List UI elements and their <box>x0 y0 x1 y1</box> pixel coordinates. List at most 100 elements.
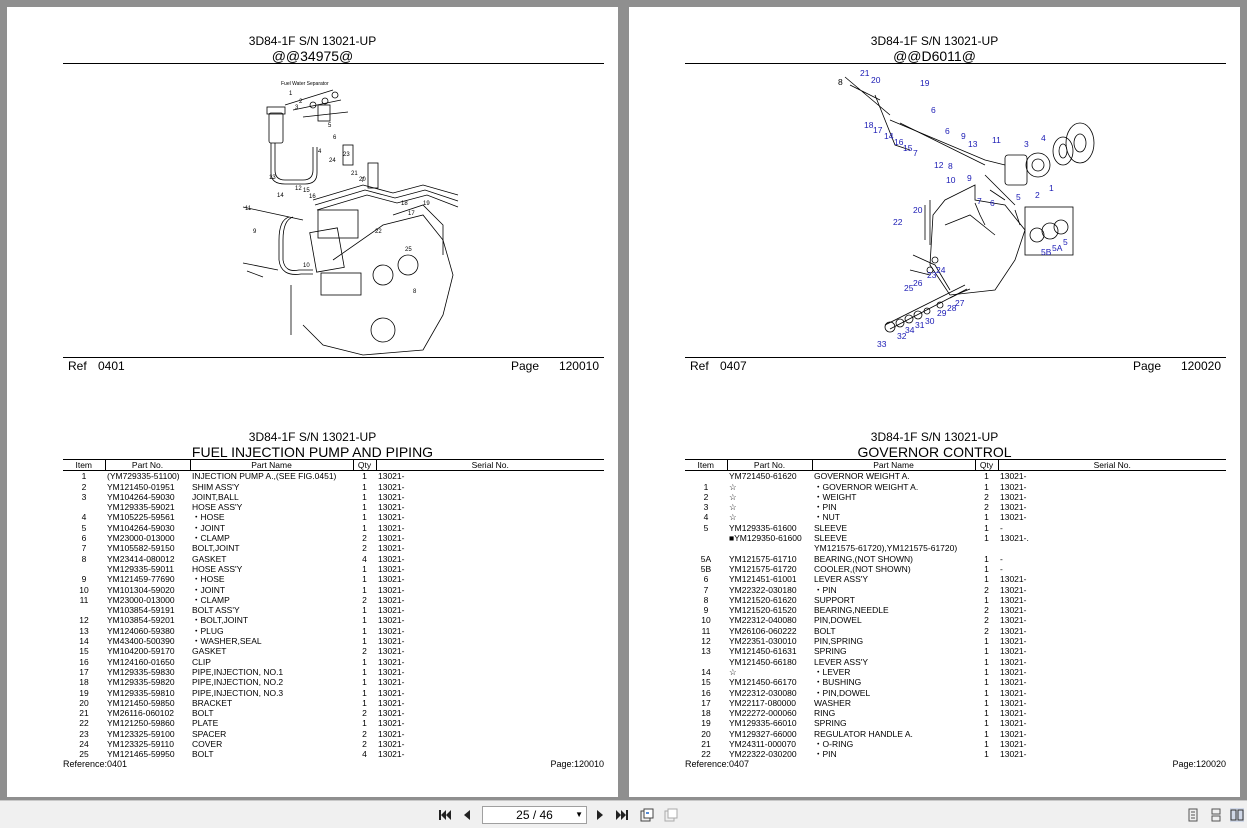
document-viewport[interactable]: 3D84-1F S/N 13021-UP @@34975@ Fuel Water… <box>0 0 1247 800</box>
table-cell: YM22272-000060 <box>729 708 797 719</box>
table-cell: ・CLAMP <box>192 533 230 544</box>
figure-code: @@34975@ <box>271 48 354 64</box>
first-page-icon[interactable] <box>438 808 452 822</box>
callout-4: 4 <box>318 149 322 155</box>
table-cell: 4 <box>81 512 87 523</box>
table-cell: 18 <box>701 708 711 719</box>
table-cell: JOINT,BALL <box>192 491 239 502</box>
callout-21: 21 <box>351 171 358 177</box>
footer-page: Page:120020 <box>1172 759 1226 769</box>
table-cell: SHIM ASS'Y <box>192 481 240 492</box>
table-cell: 7 <box>703 584 709 595</box>
go-back-view-icon[interactable] <box>640 808 654 822</box>
ref-label: Ref <box>690 359 709 373</box>
table-cell: 13021- <box>378 543 405 554</box>
drawing-caption: Fuel Water Separator <box>281 81 329 87</box>
callout: 32 <box>897 331 907 341</box>
table-cell: 13021- <box>1000 656 1027 667</box>
callout-2: 2 <box>299 99 303 105</box>
table-cell: ・HOSE <box>192 574 225 585</box>
last-page-icon[interactable] <box>615 808 629 822</box>
table-cell: 13021- <box>1000 615 1027 626</box>
callout: 15 <box>903 143 913 153</box>
governor-control-exploded-drawing: 21 20 19 6 18 17 14 16 15 7 6 9 13 11 3 … <box>838 68 1095 349</box>
go-forward-view-icon[interactable] <box>664 808 678 822</box>
single-page-view-icon[interactable] <box>1186 808 1200 822</box>
callout: 5 <box>1063 237 1068 247</box>
table-cell: BOLT <box>192 708 214 719</box>
table-cell: 19 <box>701 718 711 729</box>
table-cell: 13021- <box>1000 471 1027 482</box>
table-cell: YM104264-59030 <box>107 522 175 533</box>
footer-reference: Reference:0407 <box>685 759 750 769</box>
callout-19: 19 <box>423 201 430 207</box>
table-cell: SPRING <box>814 718 847 729</box>
table-cell: 5 <box>81 522 87 533</box>
table-cell: ・JOINT <box>192 584 226 595</box>
callout-25: 25 <box>405 247 412 253</box>
table-cell: YM124160-01650 <box>107 656 175 667</box>
page-value: 120010 <box>558 359 599 373</box>
table-cell: 1 <box>984 728 989 739</box>
callout: 33 <box>877 339 887 349</box>
col-part-name: Part Name <box>811 458 975 472</box>
table-cell: 1 <box>984 697 989 708</box>
callout-numbers: 1 2 3 4 5 6 7 8 9 10 11 12 13 14 15 16 1… <box>245 91 430 295</box>
divider <box>685 63 1226 64</box>
page-label: Page <box>1132 359 1161 373</box>
table-cell: 13021- <box>378 749 405 760</box>
table-cell: BOLT <box>192 749 214 760</box>
table-cell: GOVERNOR WEIGHT A. <box>814 471 910 482</box>
table-cell: 1 <box>984 708 989 719</box>
table-cell: YM103854-59191 <box>107 605 175 616</box>
table-cell: 15 <box>701 677 711 688</box>
table-cell: 8 <box>81 553 87 564</box>
ref-value: 0407 <box>720 359 747 373</box>
table-cell: 13021- <box>378 481 405 492</box>
table-cell: - <box>1000 553 1003 564</box>
pdf-page-left: 3D84-1F S/N 13021-UP @@34975@ Fuel Water… <box>7 7 618 797</box>
table-cell: 1 <box>362 718 367 729</box>
table-cell: PIN,DOWEL <box>814 615 862 626</box>
table-cell: ・O-RING <box>814 739 854 750</box>
two-page-view-icon[interactable] <box>1230 808 1244 822</box>
page-number-select[interactable]: 25 / 46 ▼ <box>482 806 587 824</box>
divider <box>63 357 604 358</box>
callout: 5A <box>1052 243 1063 253</box>
table-cell: 2 <box>362 543 367 554</box>
table-cell: YM26116-060102 <box>107 708 174 719</box>
callout: 34 <box>905 325 915 335</box>
table-row: YM121575-61720),YM121575-61720) <box>685 543 1226 553</box>
callout: 6 <box>990 198 995 208</box>
table-cell <box>685 543 727 553</box>
table-cell: YM123325-59100 <box>107 728 175 739</box>
table-cell: 18 <box>79 677 89 688</box>
table-cell: YM129335-59810 <box>107 687 175 698</box>
table-cell: 1 <box>984 687 989 698</box>
previous-page-icon[interactable] <box>460 808 474 822</box>
table-cell: 1 <box>984 563 989 574</box>
table-cell: 14 <box>701 666 711 677</box>
table-cell: YM121459-77690 <box>107 574 175 585</box>
callout: 6 <box>931 105 936 115</box>
table-cell: 13021- <box>378 646 405 657</box>
continuous-view-icon[interactable] <box>1209 808 1223 822</box>
callout: 28 <box>947 303 957 313</box>
next-page-icon[interactable] <box>593 808 607 822</box>
table-cell: 1 <box>703 481 709 492</box>
table-cell: 6 <box>81 533 87 544</box>
table-cell: 1 <box>362 471 367 482</box>
callout: 11 <box>992 135 1001 145</box>
table-cell: 13 <box>701 646 711 657</box>
